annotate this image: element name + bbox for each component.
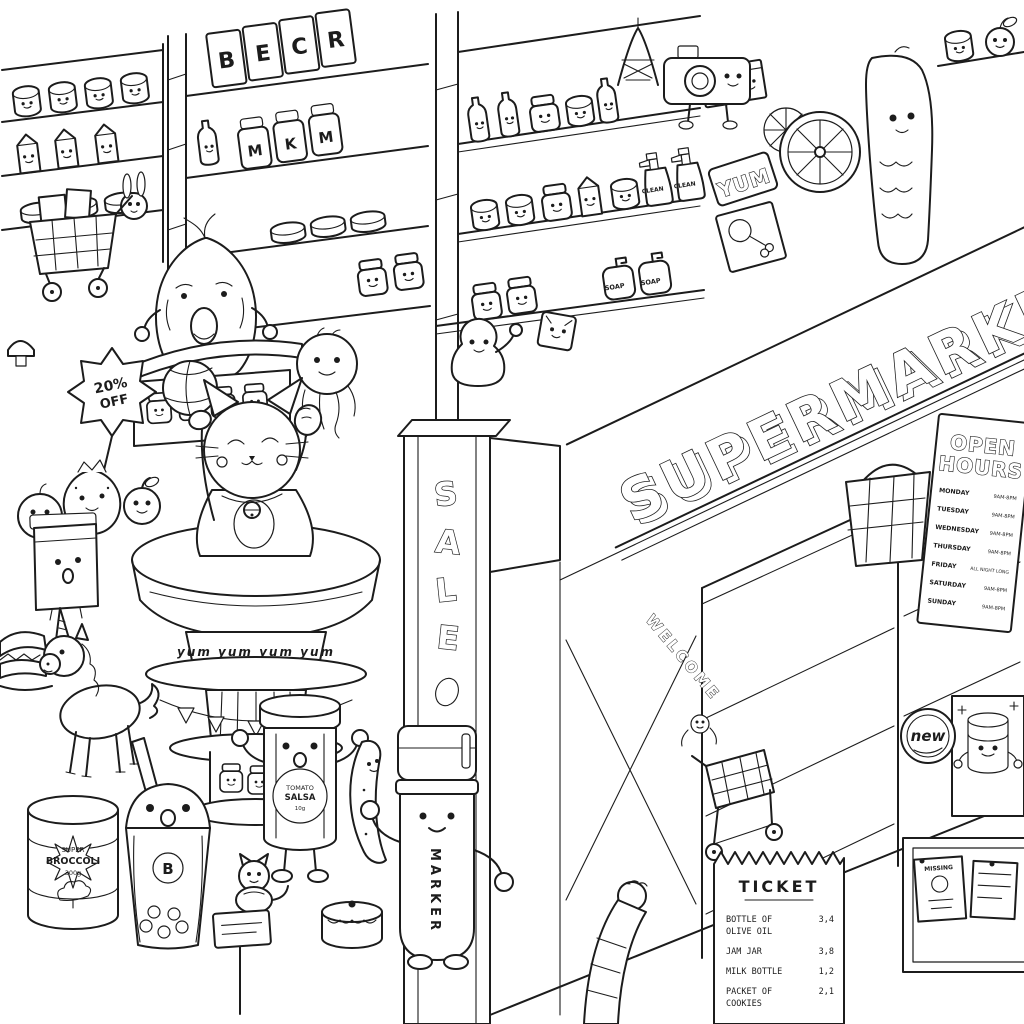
yum-sign: YUM [707, 151, 779, 207]
ticket-item-line: JAM JAR [726, 947, 763, 957]
camera-character [663, 45, 751, 130]
hours-label: 9AM-8PM [984, 586, 1008, 594]
marker-label-text: MARKER [427, 848, 442, 934]
new-poster [951, 695, 1024, 817]
letter-jars: M K M [237, 103, 344, 170]
broccoli-brand-text: SUPER [61, 846, 84, 854]
salsa-label-text: TOMATO [285, 784, 314, 792]
hours-label: 9AM-8PM [991, 512, 1015, 520]
shopping-basket [845, 463, 931, 567]
shopping-cart-right [691, 749, 783, 861]
day-label: THURSDAY [933, 542, 971, 553]
cake-stand: yum yum yum yum [131, 409, 381, 826]
bulletin-board: MISSING [902, 837, 1024, 973]
open-hours-sign: OPEN HOURS MONDAY 9AM-8PM TUESDAY 9AM-8P… [916, 412, 1024, 634]
day-label: WEDNESDAY [935, 524, 980, 536]
jar-letter: M [247, 141, 264, 161]
sandwich [0, 631, 53, 691]
salsa-label-text: SALSA [285, 793, 316, 803]
paper-bag-character [29, 512, 99, 621]
sale-letter: L [434, 570, 458, 610]
day-label: MONDAY [939, 487, 970, 497]
ticket-item-price: 2,1 [819, 987, 834, 997]
ticket-item-line: OLIVE OIL [726, 927, 772, 937]
book-letter: R [326, 27, 346, 54]
marshmallow-character [450, 317, 523, 387]
ticket-item-price: 3,8 [819, 947, 834, 957]
soap-pump-bottles: SOAP SOAP [599, 250, 674, 302]
hours-label: 9AM-8PM [989, 531, 1013, 539]
day-label: SATURDAY [929, 579, 967, 590]
reaching-arm [583, 880, 648, 1024]
missing-poster: MISSING [912, 855, 968, 923]
hot-dog-character [865, 46, 934, 265]
broccoli-can: SUPER BROCCOLI 300g [27, 795, 119, 930]
sale-sign: S A L E [432, 473, 463, 707]
book-letter: E [254, 41, 272, 68]
clean-label: CLEAN [673, 181, 696, 191]
ticket-item-price: 3,4 [819, 915, 834, 925]
stand-yum-text: yum yum yum yum [177, 645, 335, 659]
day-label: FRIDAY [931, 561, 957, 571]
open-hours-rows: MONDAY 9AM-8PM TUESDAY 9AM-8PM WEDNESDAY… [927, 487, 1017, 613]
small-sign [212, 909, 272, 1015]
eiffel-tower-toy [617, 17, 659, 86]
jar-letter: K [284, 134, 299, 154]
ice-cube-character [536, 311, 577, 352]
ticket-item-price: 1,2 [819, 967, 834, 977]
hours-label: 9AM-8PM [987, 549, 1011, 557]
mushroom [7, 340, 35, 367]
welcome-door-sign: WELCOME [641, 611, 725, 747]
corner-shelf [937, 16, 1024, 67]
soap-label: SOAP [604, 282, 625, 293]
shopping-cart-topleft [29, 171, 148, 302]
cup-letter-text: B [162, 860, 173, 878]
drumstick-poster [715, 201, 787, 273]
day-label: SUNDAY [927, 597, 957, 607]
book-letter: B [217, 48, 237, 75]
jar-letter: M [317, 127, 334, 147]
discount-star: 20% OFF [67, 347, 157, 471]
missing-text: MISSING [924, 864, 953, 873]
marker-character: MARKER [360, 725, 514, 970]
new-badge: new [900, 708, 956, 764]
letter-books: B E C R [205, 8, 357, 89]
welcome-text: WELCOME [642, 611, 724, 704]
squid-character [296, 327, 358, 439]
soap-label: SOAP [640, 277, 661, 288]
book-letter: C [290, 34, 309, 61]
hours-label: ALL NIGHT LONG [970, 566, 1010, 576]
kitten-character [235, 853, 289, 914]
salsa-weight-text: 10g [295, 806, 306, 812]
unicorn-character [39, 607, 160, 778]
citrus-wheel [763, 107, 861, 193]
lucky-cat [195, 377, 323, 557]
hours-label: 9AM-8PM [993, 494, 1017, 502]
day-label: TUESDAY [937, 505, 970, 515]
ticket-item-line: BOTTLE OF [726, 915, 772, 925]
broccoli-weight-text: 300g [65, 869, 82, 877]
clean-label: CLEAN [641, 186, 664, 196]
sale-letter: S [432, 474, 459, 514]
discount-text: 20% [93, 375, 129, 398]
discount-text: OFF [99, 392, 130, 413]
ticket-item-line: MILK BOTTLE [726, 967, 782, 977]
ticket-receipt: TICKET BOTTLE OF 3,4 OLIVE OIL JAM JAR 3… [713, 851, 845, 1024]
left-wall-shelves: B E C R M K M [167, 8, 431, 339]
cake-tin [321, 900, 383, 949]
ticket-item-line: COOKIES [726, 999, 762, 1009]
ticket-title: TICKET [739, 877, 820, 896]
ticket-item-line: PACKET OF [726, 987, 772, 997]
hours-label: 9AM-8PM [982, 604, 1006, 612]
new-badge-text: new [911, 727, 946, 745]
salsa-jar-character: TOMATO SALSA 10g [231, 694, 369, 883]
bubble-tea-cup: B [125, 737, 211, 950]
sale-letter: E [435, 618, 461, 658]
broccoli-name-text: BROCCOLI [46, 856, 100, 867]
clean-spray-bottles: CLEAN CLEAN [637, 145, 707, 208]
sale-letter: A [434, 522, 463, 562]
